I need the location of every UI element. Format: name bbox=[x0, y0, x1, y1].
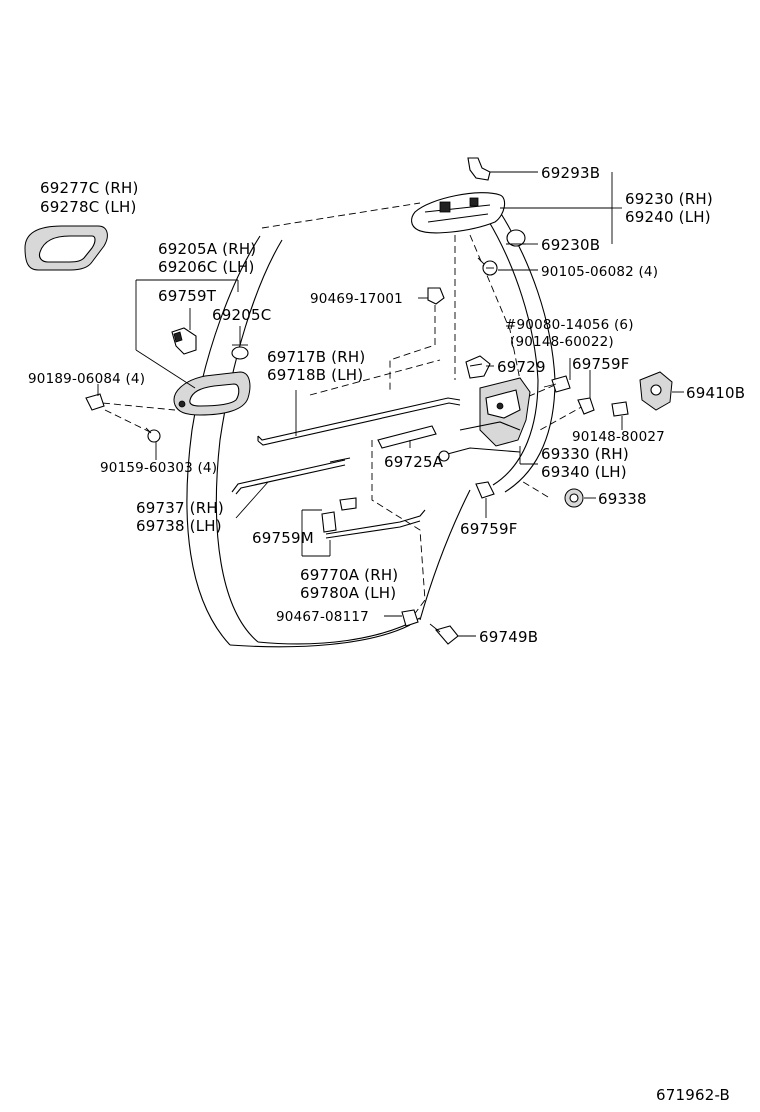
screw-90159-part bbox=[145, 427, 161, 443]
label-69278C-lh: 69278C (LH) bbox=[40, 198, 137, 216]
label-69717B-rh: 69717B (RH) bbox=[267, 348, 365, 366]
inside-handle-bezel-part bbox=[24, 225, 108, 271]
label-69230-rh: 69230 (RH) bbox=[625, 190, 713, 208]
label-90189: 90189-06084 (4) bbox=[28, 371, 145, 387]
cable-69770A-part bbox=[321, 497, 426, 539]
clip-90467-part bbox=[401, 609, 419, 627]
label-69770A-rh: 69770A (RH) bbox=[300, 566, 398, 584]
label-69749B: 69749B bbox=[479, 628, 538, 646]
label-69340-lh: 69340 (LH) bbox=[541, 463, 627, 481]
label-69205A-rh: 69205A (RH) bbox=[158, 240, 256, 258]
inside-handle-part bbox=[173, 371, 251, 416]
label-69206C-lh: 69206C (LH) bbox=[158, 258, 255, 276]
leader-lines bbox=[97, 171, 684, 637]
clip-69293B-part bbox=[467, 157, 491, 181]
grommet-69230B-part bbox=[506, 229, 526, 247]
part-labels: 69293B 69230 (RH) 69240 (LH) 69230B 9010… bbox=[28, 164, 745, 1104]
label-69738-lh: 69738 (LH) bbox=[136, 517, 222, 535]
outside-handle-part bbox=[411, 192, 506, 234]
label-69293B: 69293B bbox=[541, 164, 600, 182]
label-90159: 90159-60303 (4) bbox=[100, 460, 217, 476]
label-69737-rh: 69737 (RH) bbox=[136, 499, 224, 517]
cap-69338-part bbox=[564, 488, 584, 508]
label-90469: 90469-17001 bbox=[310, 291, 403, 307]
label-90080: #90080-14056 (6) bbox=[505, 317, 634, 333]
label-69205C: 69205C bbox=[212, 306, 271, 324]
clip-69759F-bottom-part bbox=[475, 481, 495, 499]
label-69780A-lh: 69780A (LH) bbox=[300, 584, 396, 602]
door-lock-assembly-part bbox=[438, 377, 531, 462]
bolt-90080-part bbox=[543, 375, 571, 393]
label-69330-rh: 69330 (RH) bbox=[541, 445, 629, 463]
screw-90148-80027-part bbox=[611, 401, 629, 417]
striker-69410B-part bbox=[639, 371, 673, 411]
label-90105: 90105-06082 (4) bbox=[541, 264, 658, 280]
label-69725A: 69725A bbox=[384, 453, 444, 471]
rod-69737-part bbox=[231, 457, 351, 495]
clip-69729-part bbox=[465, 355, 491, 379]
label-69759F-top: 69759F bbox=[572, 355, 630, 373]
pad-69205C-part bbox=[231, 344, 249, 360]
label-90148-80027: 90148-80027 bbox=[572, 429, 665, 445]
screw-90105-part bbox=[477, 257, 498, 276]
bolt-90189-part bbox=[85, 393, 105, 411]
label-69759F-bottom: 69759F bbox=[460, 520, 518, 538]
label-69277C-rh: 69277C (RH) bbox=[40, 179, 139, 197]
label-69410B: 69410B bbox=[686, 384, 745, 402]
clip-90469-part bbox=[427, 287, 445, 305]
figure-code: 671962-B bbox=[656, 1086, 730, 1104]
label-69759M: 69759M bbox=[252, 529, 314, 547]
label-69729: 69729 bbox=[497, 358, 546, 376]
clip-69759F-top-part bbox=[577, 397, 595, 415]
rod-69725A-part bbox=[377, 425, 437, 449]
label-90148-60022: (90148-60022) bbox=[510, 334, 614, 350]
label-69338: 69338 bbox=[598, 490, 647, 508]
label-69230B: 69230B bbox=[541, 236, 600, 254]
label-90467: 90467-08117 bbox=[276, 609, 369, 625]
label-69759T: 69759T bbox=[158, 287, 217, 305]
clip-69749B-part bbox=[429, 623, 459, 645]
label-69240-lh: 69240 (LH) bbox=[625, 208, 711, 226]
rod-69717B-part bbox=[257, 397, 461, 446]
label-69718B-lh: 69718B (LH) bbox=[267, 366, 363, 384]
clip-69759T-part bbox=[171, 327, 197, 355]
